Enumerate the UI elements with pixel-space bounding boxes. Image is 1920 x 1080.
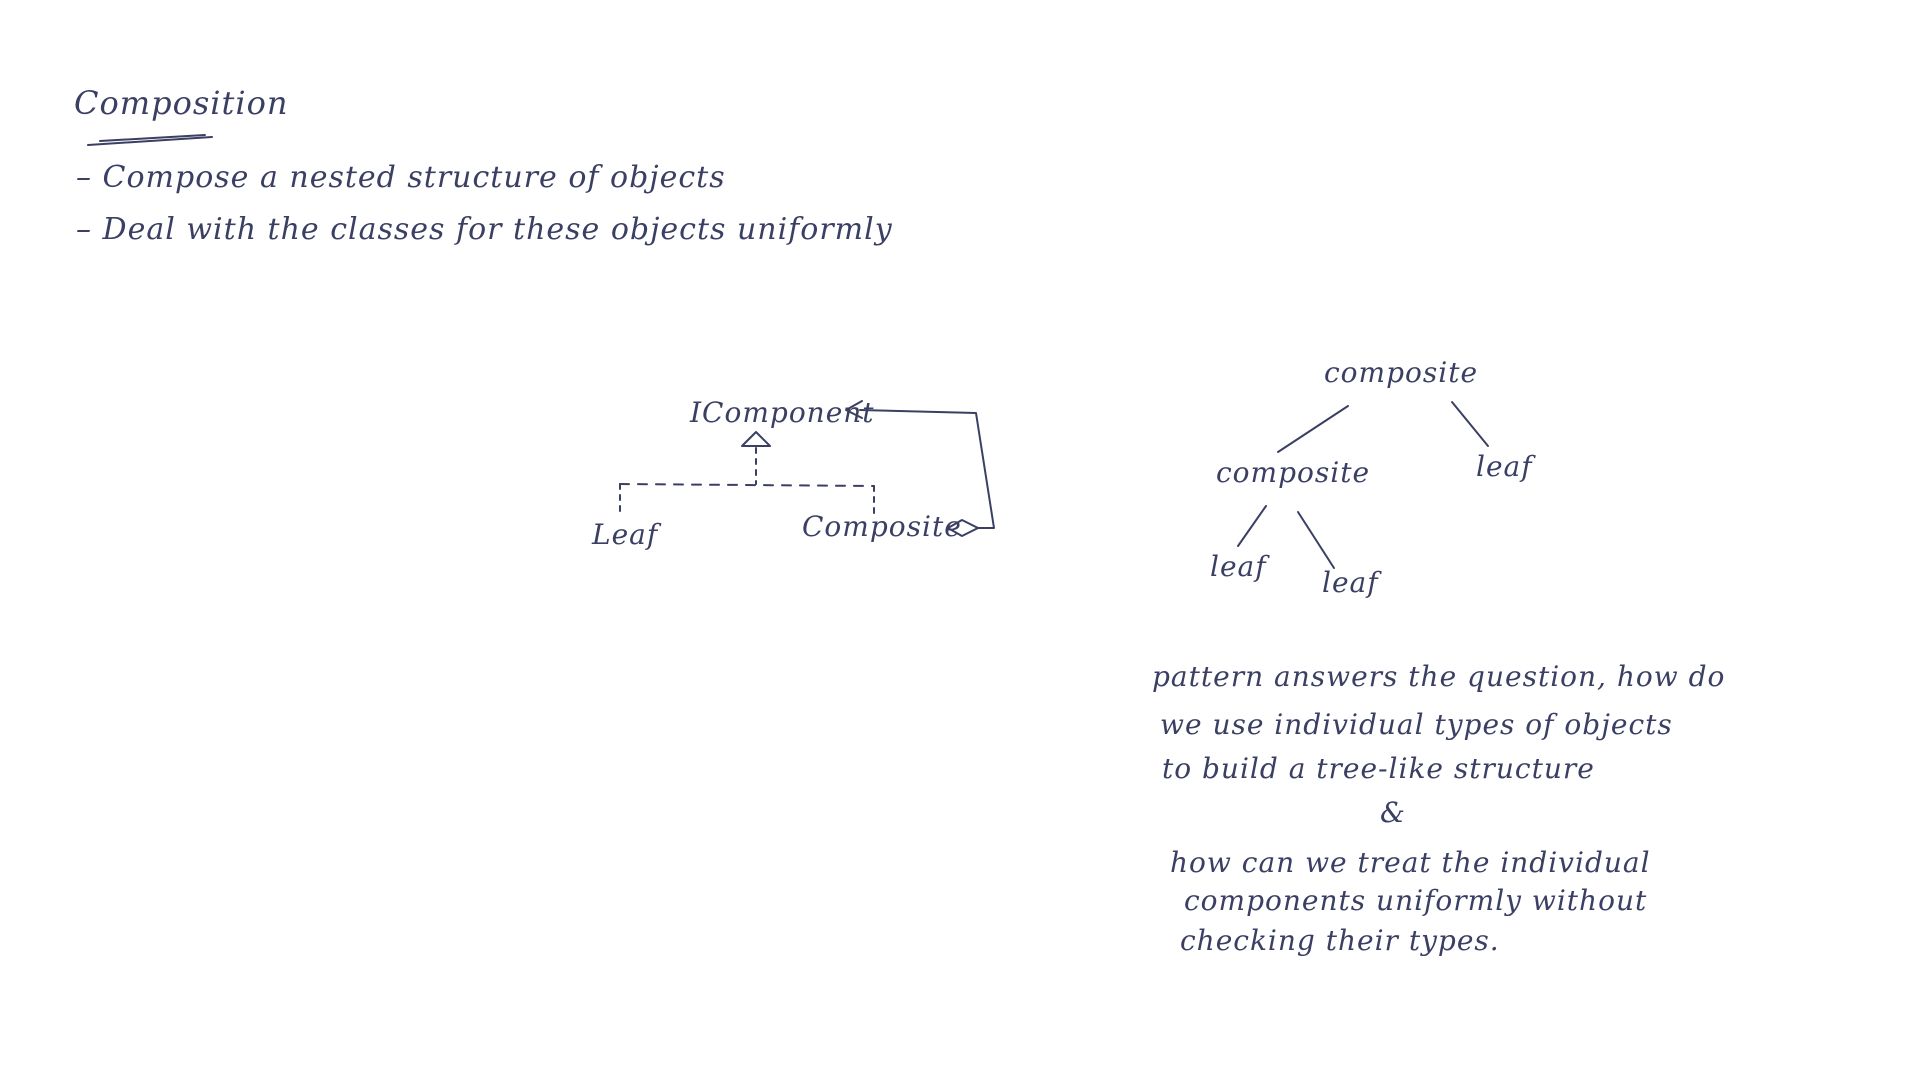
note-line-5: components uniformly without (1184, 884, 1648, 917)
tree-right-leaf-label: leaf (1476, 450, 1533, 483)
title-underline (87, 136, 213, 146)
tree-root-label: composite (1324, 356, 1479, 389)
tree-edge-mid-leaf2 (1297, 511, 1335, 569)
uml-interface-label: IComponent (690, 396, 875, 429)
note-line-1: pattern answers the question, how do (1152, 660, 1726, 693)
bullet-uniform: – Deal with the classes for these object… (76, 212, 893, 247)
tree-bottom-leaf-1-label: leaf (1210, 550, 1267, 583)
aggregation-line (859, 409, 995, 529)
aggregation-arrowhead (845, 400, 863, 419)
uml-leaf-label: Leaf (592, 518, 659, 551)
bullet-compose: – Compose a nested structure of objects (76, 160, 726, 195)
note-line-4: how can we treat the individual (1170, 846, 1651, 879)
uml-dashed-bar (619, 483, 875, 487)
page-title: Composition (74, 84, 289, 122)
tree-edge-mid-leaf1 (1237, 505, 1267, 547)
tree-edge-root-leaf (1451, 401, 1489, 447)
tree-edge-root-mid (1277, 405, 1349, 453)
note-line-2: we use individual types of objects (1160, 708, 1673, 741)
note-line-3: to build a tree-like structure (1162, 752, 1595, 785)
note-ampersand: & (1380, 796, 1406, 829)
inheritance-triangle (741, 431, 771, 447)
uml-composite-label: Composite (802, 510, 962, 543)
tree-bottom-leaf-2-label: leaf (1322, 566, 1379, 599)
title-underline-2 (99, 134, 206, 142)
note-line-6: checking their types. (1180, 924, 1500, 957)
tree-mid-composite-label: composite (1216, 456, 1371, 489)
